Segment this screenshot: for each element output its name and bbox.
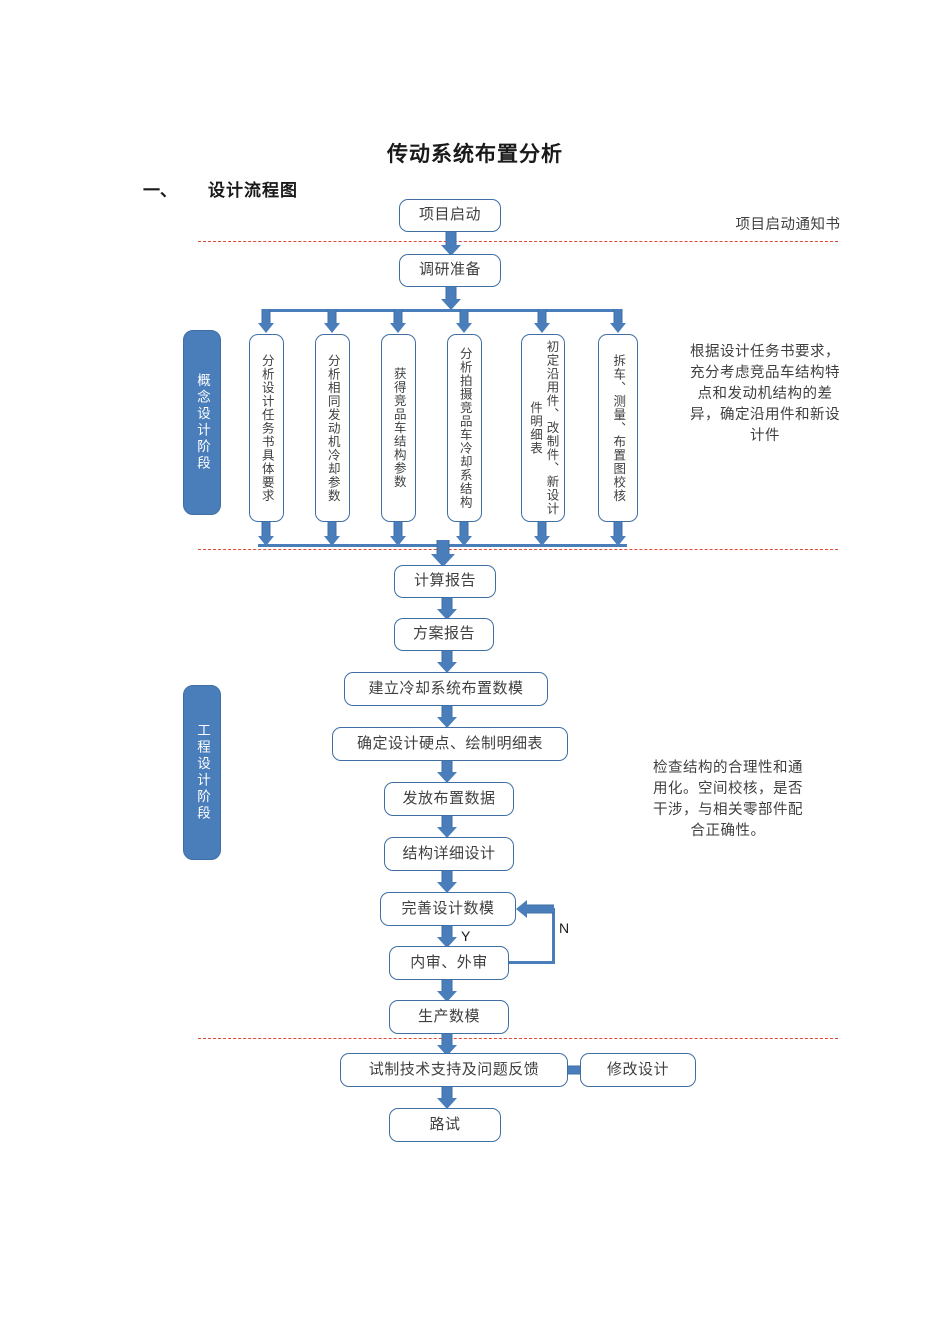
- arrow-hardpoints-to-release: [436, 761, 458, 783]
- node-branch-6-label: 拆车、测量、布置图校核: [611, 353, 626, 503]
- arrow-branch-4: [455, 309, 473, 334]
- node-plan-report[interactable]: 方案报告: [394, 618, 494, 651]
- arrow-calc-to-plan: [436, 598, 458, 620]
- arrow-start-to-research: [440, 232, 462, 256]
- node-branch-1-label: 分析设计任务书具体要求: [259, 353, 274, 503]
- loop-rail-vertical: [552, 908, 555, 963]
- arrow-merge-5: [533, 522, 551, 547]
- loop-rail-bottom: [509, 961, 555, 964]
- node-start[interactable]: 项目启动: [399, 199, 501, 232]
- phase-bar-concept: 概念设计阶段: [183, 330, 221, 515]
- node-production-model[interactable]: 生产数模: [389, 1000, 509, 1034]
- annotation-concept: 根据设计任务书要求，充分考虑竞品车结构特点和发动机结构的差异，确定沿用件和新设计…: [690, 344, 840, 445]
- node-branch-2[interactable]: 分析相同发动机冷却参数: [315, 334, 350, 522]
- node-branch-5[interactable]: 初定沿用件、改制件、新设计件明细表: [521, 334, 565, 522]
- arrow-detail-to-refine: [436, 871, 458, 893]
- node-branch-5-label: 初定沿用件、改制件、新设计件明细表: [528, 340, 559, 516]
- node-build-model[interactable]: 建立冷却系统布置数模: [344, 672, 548, 706]
- annotation-engineering: 检查结构的合理性和通用化。空间校核，是否干涉，与相关零部件配合正确性。: [653, 760, 803, 840]
- node-branch-4[interactable]: 分析拍摄竞品车冷却系结构: [447, 334, 482, 522]
- phase-bar-engineering: 工程设计阶段: [183, 685, 221, 860]
- arrow-branch-to-calc: [430, 540, 456, 567]
- node-modify-design[interactable]: 修改设计: [580, 1053, 696, 1087]
- flow-label-no: N: [559, 920, 570, 936]
- arrow-merge-6: [609, 522, 627, 547]
- arrow-branch-6: [609, 309, 627, 334]
- arrow-merge-4: [455, 522, 473, 547]
- phase-bar-engineering-label: 工程设计阶段: [195, 723, 210, 822]
- arrow-merge-3: [389, 522, 407, 547]
- arrow-branch-5: [533, 309, 551, 334]
- node-refine-model[interactable]: 完善设计数模: [380, 892, 516, 926]
- node-branch-3[interactable]: 获得竞品车结构参数: [381, 334, 416, 522]
- node-trial-support[interactable]: 试制技术支持及问题反馈: [340, 1053, 568, 1087]
- phase-separator-top: [198, 241, 838, 242]
- node-branch-1[interactable]: 分析设计任务书具体要求: [249, 334, 284, 522]
- page-title: 传动系统布置分析: [387, 142, 563, 166]
- node-review[interactable]: 内审、外审: [389, 946, 509, 980]
- node-branch-6[interactable]: 拆车、测量、布置图校核: [598, 334, 638, 522]
- phase-separator-bottom: [198, 1038, 838, 1039]
- arrow-loop-to-refine: [516, 900, 554, 918]
- section-title: 设计流程图: [208, 181, 298, 200]
- annotation-kickoff: 项目启动通知书: [735, 217, 841, 233]
- arrow-production-to-trial: [436, 1034, 458, 1056]
- arrow-release-to-detail: [436, 816, 458, 838]
- node-road-test[interactable]: 路试: [389, 1108, 501, 1142]
- branch-rail-top: [265, 309, 618, 312]
- node-branch-2-label: 分析相同发动机冷却参数: [325, 353, 340, 503]
- flow-label-yes: Y: [461, 928, 471, 944]
- arrow-trial-to-roadtest: [436, 1087, 458, 1109]
- section-number: 一、: [143, 181, 177, 200]
- arrow-build-to-hardpoints: [436, 706, 458, 728]
- arrow-plan-to-build: [436, 651, 458, 673]
- arrow-merge-2: [323, 522, 341, 547]
- node-calc-report[interactable]: 计算报告: [394, 565, 496, 598]
- node-research[interactable]: 调研准备: [399, 254, 501, 287]
- arrow-refine-to-review: [436, 926, 458, 948]
- node-branch-3-label: 获得竞品车结构参数: [391, 367, 406, 489]
- arrow-research-to-branch: [440, 287, 462, 310]
- arrow-merge-1: [257, 522, 275, 547]
- arrow-branch-3: [389, 309, 407, 334]
- node-detail-design[interactable]: 结构详细设计: [384, 837, 514, 871]
- arrow-review-to-production: [436, 980, 458, 1002]
- phase-separator-middle: [198, 549, 838, 550]
- node-release-data[interactable]: 发放布置数据: [384, 782, 514, 816]
- arrow-branch-2: [323, 309, 341, 334]
- node-hardpoints[interactable]: 确定设计硬点、绘制明细表: [332, 727, 568, 761]
- node-branch-4-label: 分析拍摄竞品车冷却系结构: [457, 347, 472, 509]
- arrow-branch-1: [257, 309, 275, 334]
- phase-bar-concept-label: 概念设计阶段: [195, 373, 210, 472]
